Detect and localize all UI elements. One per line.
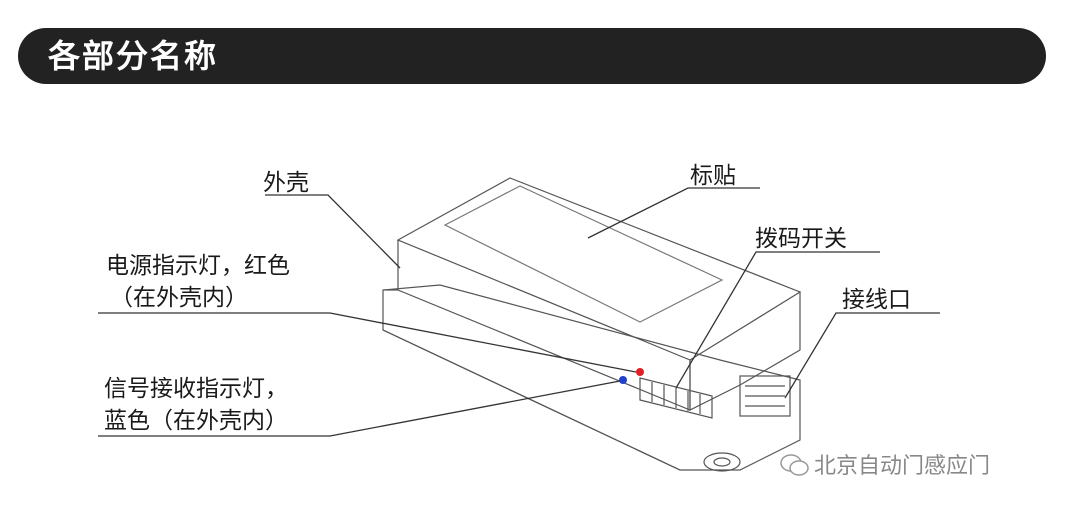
label-port: 接线口 (842, 287, 911, 313)
title-bar (18, 28, 1046, 84)
wechat-icon (780, 454, 809, 476)
power-led-dot (636, 368, 644, 376)
housing-left (397, 240, 691, 411)
label-signal-led-line2: 蓝色（在外壳内） (104, 408, 288, 434)
label-dip-switch: 拨码开关 (755, 226, 847, 252)
page-title: 各部分名称 (48, 37, 219, 75)
label-signal-led-line1: 信号接收指示灯， (104, 376, 288, 402)
label-power-led-line2: （在外壳内） (110, 285, 248, 311)
sticker (443, 185, 724, 323)
label-power-led-line1: 电源指示灯，红色 (106, 253, 290, 279)
signal-led-dot (619, 376, 627, 384)
leader-sticker (587, 187, 760, 239)
watermark-text: 北京自动门感应门 (814, 454, 991, 479)
leader-signal-led (98, 380, 621, 437)
leader-port (784, 312, 940, 399)
housing-top (396, 177, 802, 361)
label-shell: 外壳 (263, 170, 309, 196)
label-sticker: 标贴 (690, 163, 736, 189)
leader-dip-switch (675, 251, 880, 389)
leader-shell (265, 194, 401, 269)
port-shape (739, 375, 791, 417)
leader-power-led (98, 312, 637, 373)
base-plate (382, 284, 801, 471)
dip-switch-shape (639, 377, 713, 419)
